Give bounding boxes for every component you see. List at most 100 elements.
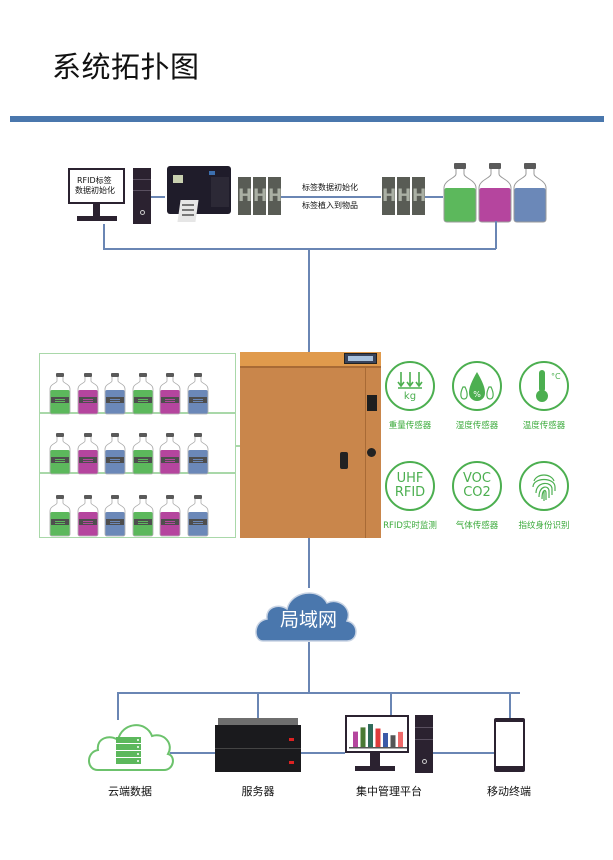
- voc-text: VOC: [463, 471, 491, 486]
- shelf-bottle-magenta: [77, 495, 98, 537]
- shelf-bottle-green: [132, 433, 153, 475]
- shelf-bottle-green: [132, 373, 153, 415]
- connector: [390, 692, 392, 718]
- endpoint-label-server: 服务器: [241, 785, 275, 798]
- screen-bar: [368, 724, 373, 747]
- rfid-text: RFID: [394, 485, 426, 500]
- sensor-label-rfid: RFID实时监测: [383, 521, 437, 531]
- humidity-unit: %: [473, 390, 481, 399]
- bottle-blue: [513, 163, 547, 223]
- tag-glyph: H: [382, 177, 396, 215]
- lan-label: 局域网: [280, 609, 338, 631]
- sensor-label-weight: 重量传感器: [388, 421, 432, 431]
- screen-bar: [383, 733, 388, 747]
- screen-bar: [360, 727, 366, 747]
- door-handle[interactable]: [340, 452, 348, 469]
- endpoint-label-platform: 集中管理平台: [356, 785, 422, 798]
- shelf-bottle-magenta: [77, 433, 98, 475]
- tag-glyph: H: [253, 177, 267, 215]
- screen-bar: [398, 731, 403, 747]
- sensor-label-fingerprint: 指纹身份识别: [518, 521, 570, 531]
- shelf-bottle-green: [49, 495, 71, 537]
- sensor-label-temperature: 温度传感器: [522, 421, 566, 431]
- tag-glyph: H: [412, 177, 426, 215]
- connector: [257, 692, 259, 720]
- connector: [170, 752, 216, 754]
- monitor-text-1: RFID标签: [77, 176, 112, 185]
- init-pc-tower: [133, 168, 151, 224]
- screen-bar: [375, 728, 381, 747]
- uhf-text: UHF: [396, 471, 424, 486]
- shelf-bottle-green: [49, 373, 71, 415]
- temperature-unit: °C: [551, 372, 561, 381]
- shelf-bottle-blue: [187, 373, 208, 415]
- server-rack-icon: [215, 718, 301, 772]
- link-label-init: 标签数据初始化: [302, 183, 358, 192]
- voc-co2-icon: VOC CO2: [452, 461, 502, 511]
- shelf-bottle-blue: [187, 495, 208, 537]
- connector: [308, 538, 310, 588]
- connector: [301, 752, 345, 754]
- page-title: 系统拓扑图: [52, 50, 200, 84]
- platform-bar-chart: [349, 724, 407, 749]
- connector: [281, 196, 381, 198]
- weight-icon: kg: [385, 361, 435, 411]
- weight-unit: kg: [404, 391, 416, 402]
- shelf-bottle-blue: [104, 433, 126, 475]
- endpoint-label-cloud: 云端数据: [108, 785, 152, 798]
- shelf-bottle-green: [132, 495, 153, 537]
- shelf-bottle-magenta: [77, 373, 98, 415]
- shelf-bottle-blue: [104, 373, 126, 415]
- bottle-magenta: [478, 163, 512, 223]
- bottle-green: [443, 163, 477, 223]
- management-pc-icon: [345, 715, 433, 775]
- fingerprint-icon: [519, 461, 569, 511]
- connector: [103, 224, 105, 249]
- link-label-implant: 标签植入到物品: [302, 201, 358, 210]
- cabinet-screen: [344, 353, 377, 364]
- shelf-bottle-magenta: [159, 373, 181, 415]
- connector: [509, 692, 511, 718]
- init-monitor: RFID标签 数据初始化: [68, 168, 125, 223]
- monitor-text-2: 数据初始化: [75, 186, 115, 195]
- tag-glyph: H: [397, 177, 411, 215]
- shelf-bottle-blue: [187, 433, 208, 475]
- title-divider: [10, 116, 604, 122]
- top-bus-line: [103, 248, 496, 250]
- shelf-bottle-magenta: [159, 433, 181, 475]
- shelf-bottle-blue: [104, 495, 126, 537]
- connector: [425, 196, 443, 198]
- screen-baseline: [349, 747, 407, 749]
- temperature-icon: °C: [519, 361, 569, 411]
- card-reader: [367, 395, 377, 411]
- lan-cloud-icon: [255, 592, 357, 642]
- uhf-rfid-icon: UHF RFID: [385, 461, 435, 511]
- connector: [117, 692, 119, 720]
- connector: [308, 642, 310, 692]
- co2-text: CO2: [463, 485, 491, 500]
- lock-knob: [367, 448, 376, 457]
- bottom-bus-line: [117, 692, 520, 694]
- connector: [236, 445, 242, 447]
- humidity-icon: %: [452, 361, 502, 411]
- connector: [495, 221, 497, 249]
- connector: [433, 752, 496, 754]
- rfid-tags-right: H H H: [382, 177, 426, 215]
- endpoint-label-mobile: 移动终端: [487, 785, 531, 798]
- sensor-label-gas: 气体传感器: [455, 521, 499, 531]
- smart-cabinet: [240, 352, 381, 538]
- sensor-label-humidity: 湿度传感器: [455, 421, 499, 431]
- screen-bar: [390, 735, 396, 747]
- tag-glyph: H: [268, 177, 282, 215]
- shelf-bottle-magenta: [159, 495, 181, 537]
- mobile-phone-icon: [494, 718, 525, 772]
- screen-bar: [353, 731, 358, 747]
- connector: [151, 196, 165, 198]
- shelf-bottle-green: [49, 433, 71, 475]
- connector: [308, 248, 310, 353]
- reagent-bottles: [443, 163, 547, 223]
- label-printer-icon: [165, 163, 233, 225]
- rfid-tags-left: H H H: [238, 177, 282, 215]
- cloud-server-icon: [88, 724, 174, 771]
- tag-glyph: H: [238, 177, 252, 215]
